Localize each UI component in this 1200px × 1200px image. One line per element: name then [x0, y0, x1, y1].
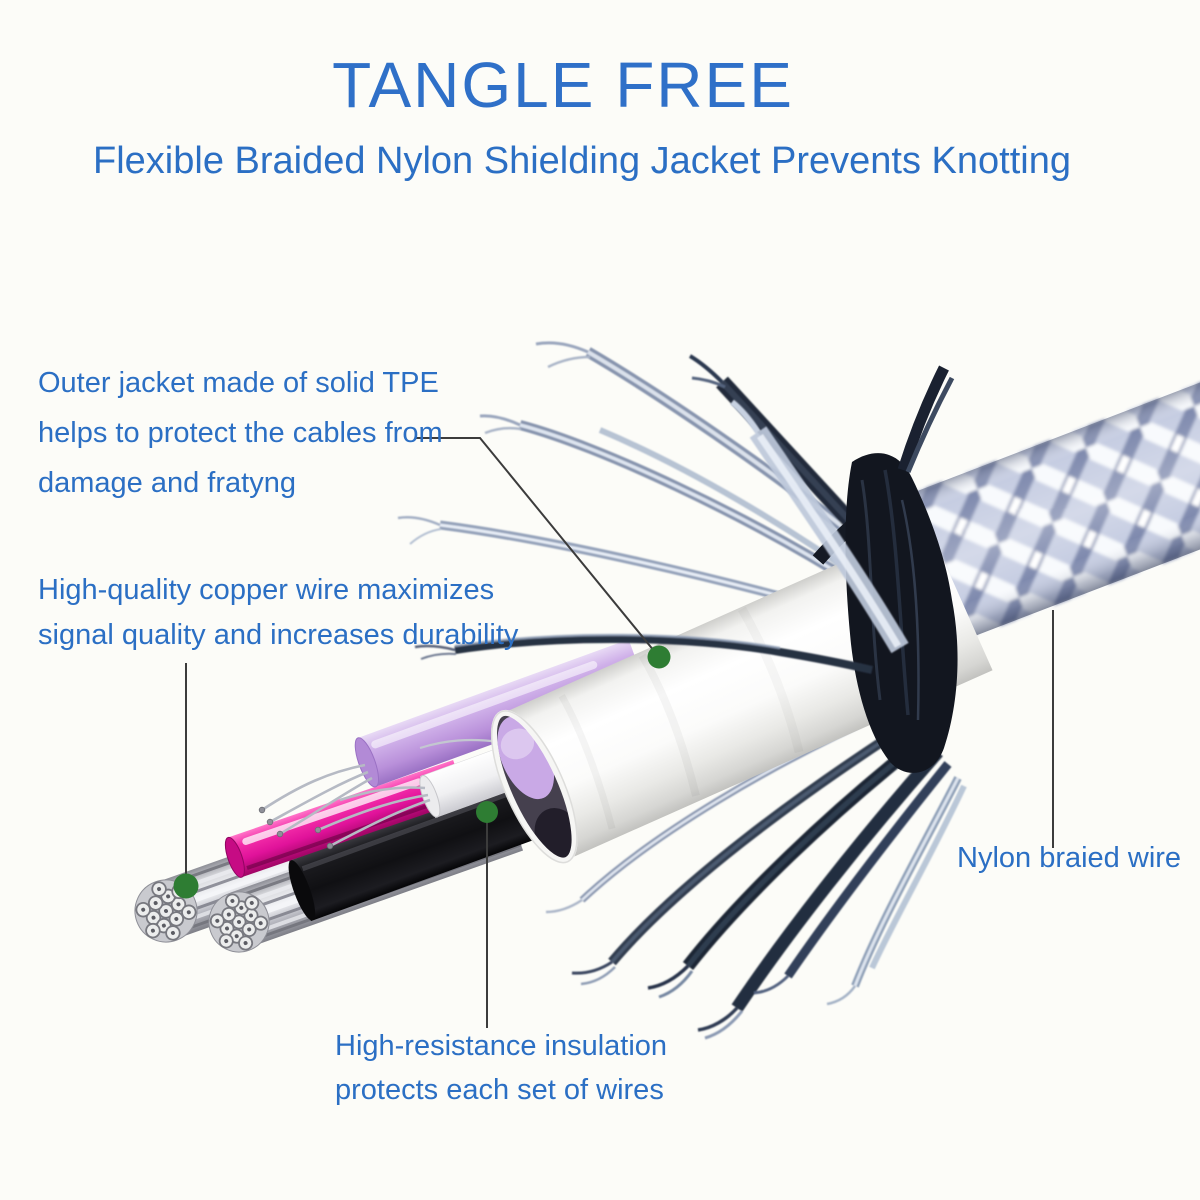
frayed-tip — [826, 985, 857, 1006]
shield-strand — [897, 365, 949, 472]
frayed-tip — [580, 966, 616, 986]
frayed-tip — [535, 341, 589, 354]
shield-strand-highlight — [519, 423, 857, 586]
frayed-tip — [697, 1006, 739, 1032]
callout-label-copper-wire: High-quality copper wire maximizes signa… — [38, 568, 518, 658]
callout-markers — [173, 645, 671, 899]
frayed-tip — [658, 970, 694, 999]
frayed-tip — [691, 376, 726, 389]
shield-strand-highlight — [853, 777, 960, 987]
frayed-tip — [547, 355, 591, 369]
strand-end-dots — [258, 806, 334, 850]
callout-label-insulation: High-resistance insulation protects each… — [335, 1024, 667, 1112]
frayed-tip — [484, 426, 522, 435]
callout-label-line: Nylon braied wire — [957, 842, 1182, 874]
callout-label-outer-jacket: Outer jacket made of solid TPE helps to … — [38, 358, 443, 508]
callout-label-line: helps to protect the cables from — [38, 417, 443, 449]
callout-label-line: signal quality and increases durability — [38, 619, 519, 651]
jacket-cut-lip — [491, 709, 578, 864]
shield-knot — [812, 365, 958, 773]
frayed-tip — [688, 354, 724, 384]
frayed-tip — [647, 964, 690, 990]
callout-lines — [185, 437, 1054, 1028]
lower-shield-strand-fan — [545, 702, 967, 1040]
shield-strand — [784, 761, 952, 979]
front-dark-strand — [414, 633, 873, 674]
loose-copper-strands — [261, 738, 501, 848]
callout-label-line: damage and fratyng — [38, 467, 296, 499]
callout-line-outer-jacket — [415, 437, 660, 658]
callout-label-line: High-resistance insulation — [335, 1030, 668, 1062]
frayed-tip — [420, 652, 457, 660]
marker-dot-outer-jacket — [647, 645, 671, 669]
frayed-tip — [409, 528, 442, 545]
page-title: TANGLE FREE — [332, 49, 794, 121]
frayed-tip — [479, 414, 521, 427]
shield-strand-highlight — [586, 350, 874, 552]
frayed-tip — [397, 516, 441, 527]
shield-strand — [731, 747, 943, 1012]
frayed-tip — [414, 644, 456, 652]
shield-strand — [869, 784, 967, 970]
page-subtitle: Flexible Braided Nylon Shielding Jacket … — [93, 140, 1071, 182]
callout-label-line: High-quality copper wire maximizes — [38, 574, 495, 606]
callout-label-line: Outer jacket made of solid TPE — [38, 367, 439, 399]
shield-strand-highlight — [686, 734, 930, 968]
frayed-tip — [704, 1010, 744, 1040]
marker-dot-insulation — [476, 801, 498, 823]
bundle-cut-face — [208, 891, 270, 953]
marker-dot-copper — [173, 873, 199, 899]
frayed-tip — [753, 974, 790, 995]
frayed-tip — [571, 960, 613, 975]
shield-strand-highlight — [610, 720, 913, 964]
callout-label-nylon-braid: Nylon braied wire — [957, 840, 1181, 876]
frayed-tip — [545, 898, 583, 914]
callout-label-line: protects each set of wires — [335, 1074, 664, 1106]
front-light-strand — [730, 399, 909, 654]
